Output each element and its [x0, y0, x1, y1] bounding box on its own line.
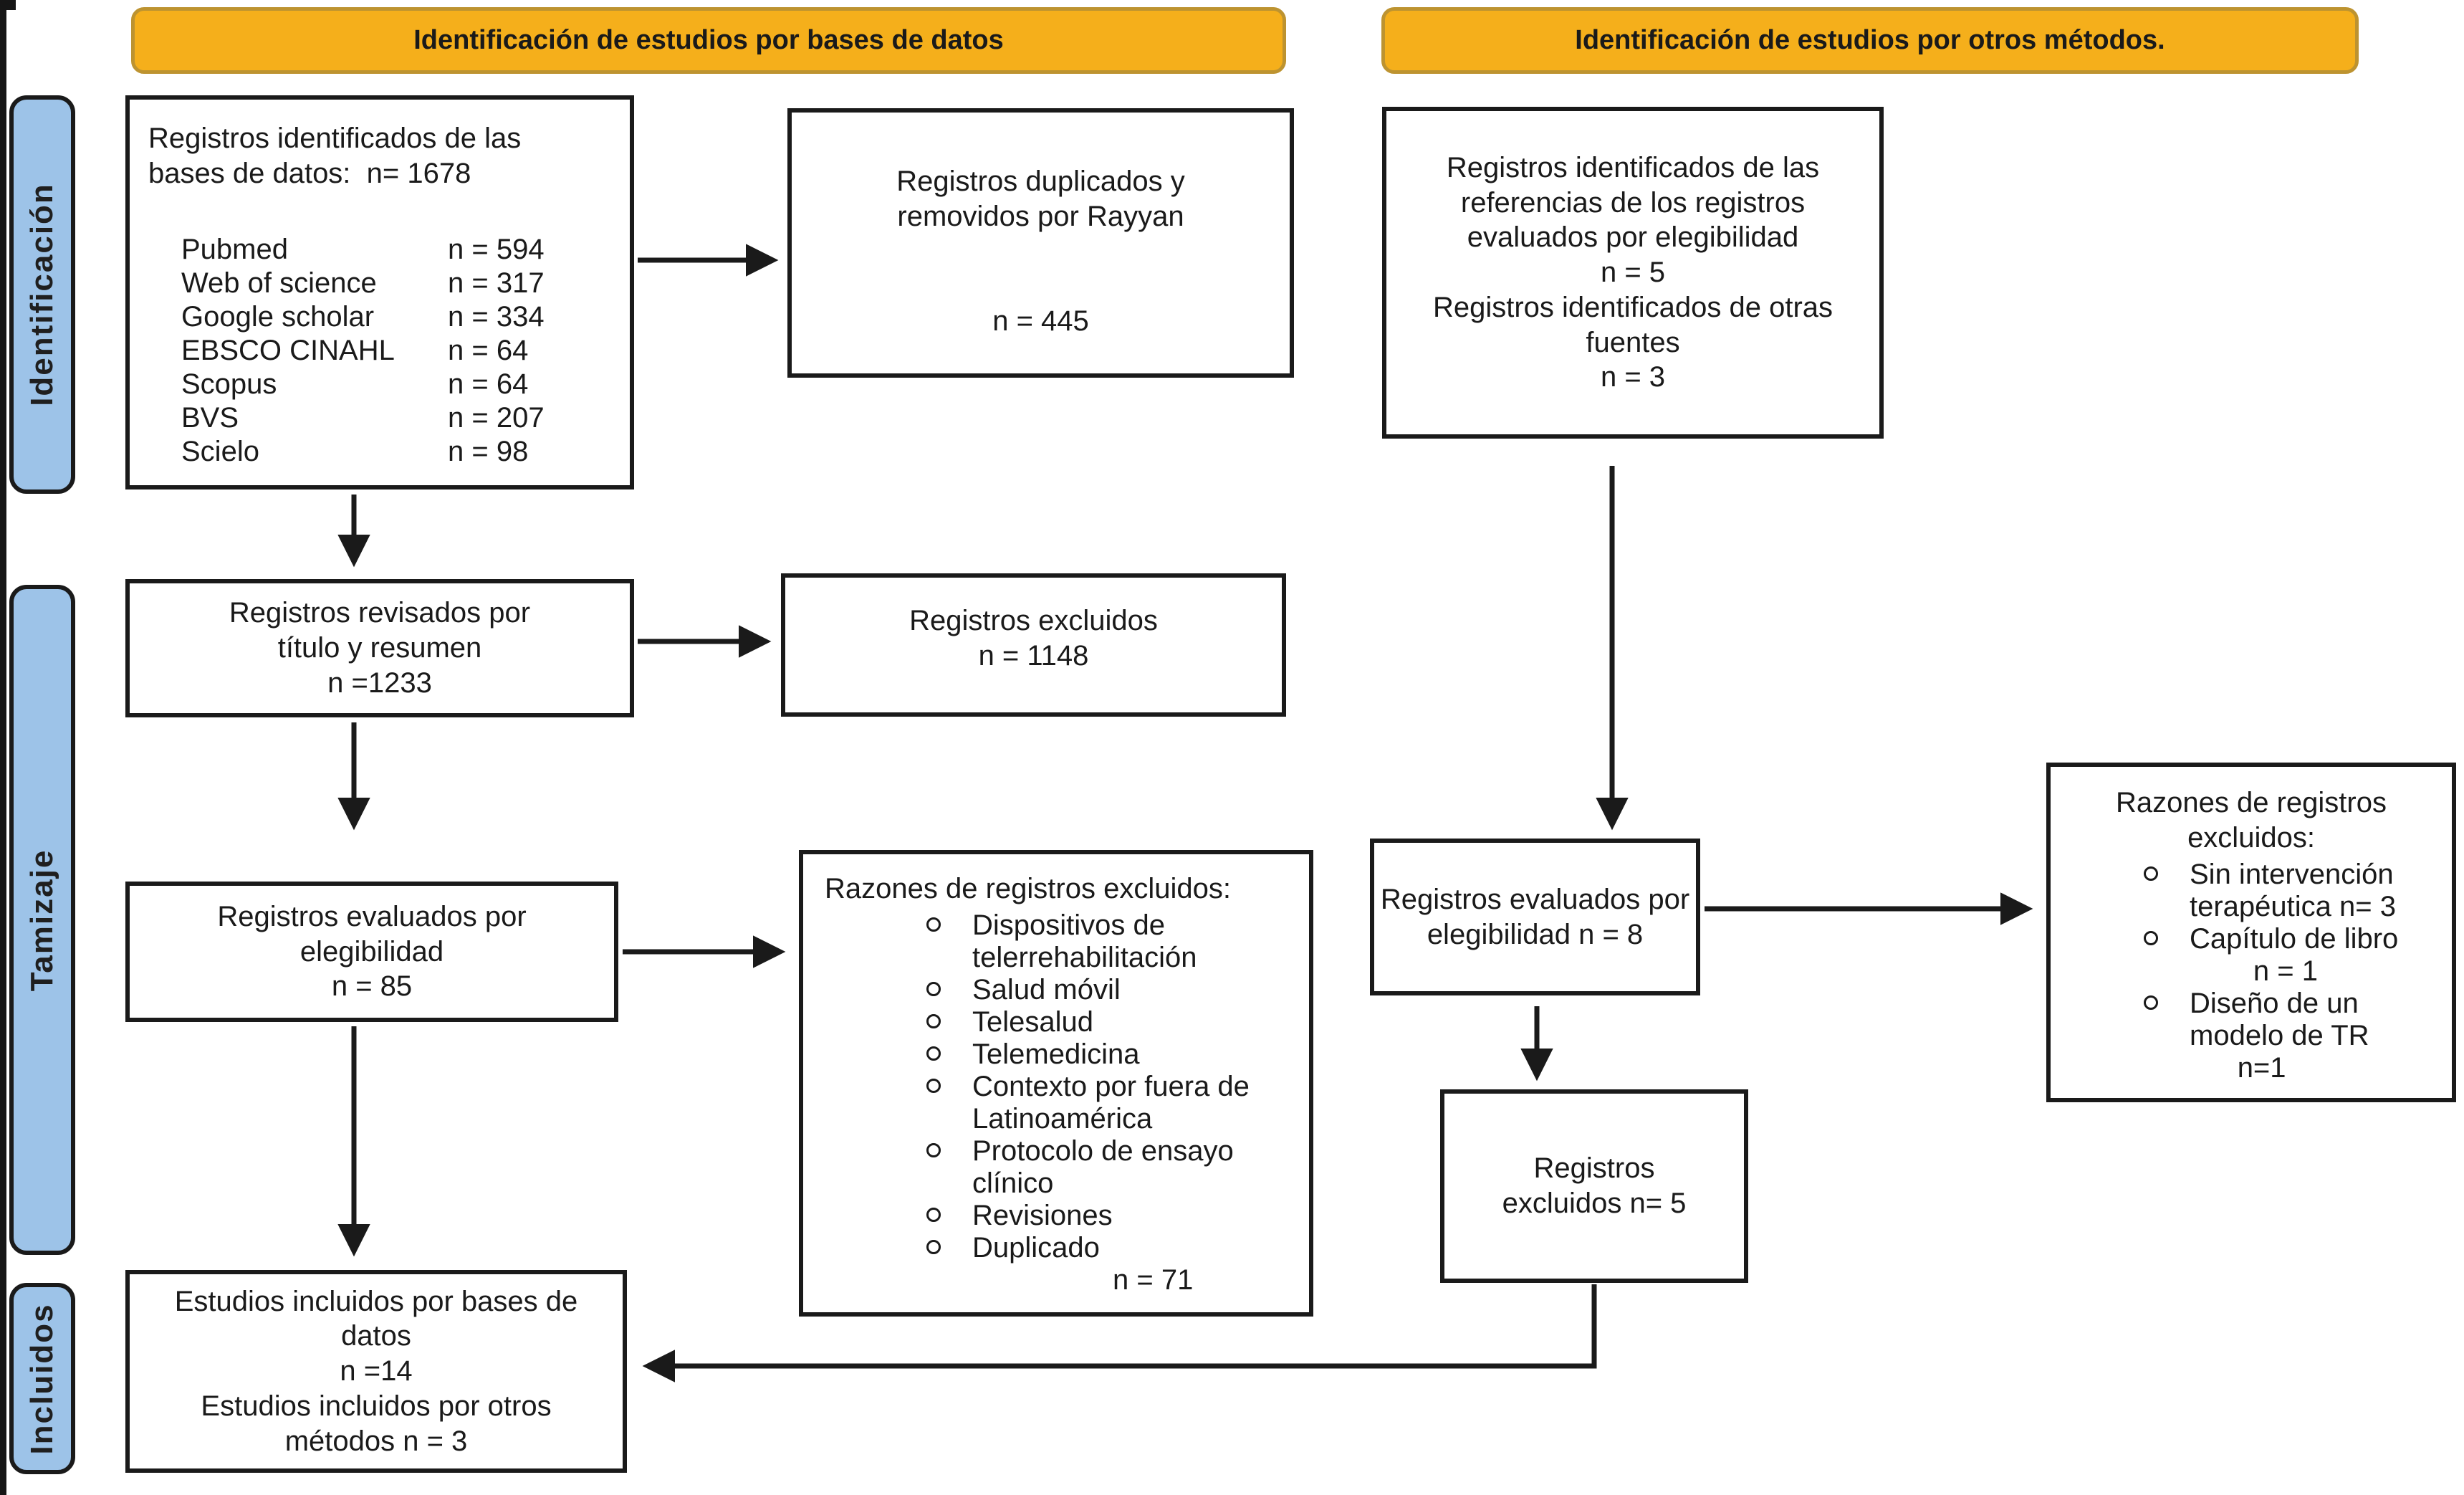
circle-bullet-icon — [895, 909, 972, 932]
circle-bullet-icon — [895, 1232, 972, 1254]
circle-bullet-icon — [895, 1038, 972, 1061]
box-exclusion-reasons-other: Razones de registros excluidos: Sin inte… — [2046, 763, 2456, 1102]
reason-item: Protocolo de ensayo clínico — [895, 1135, 1309, 1200]
database-row: Google scholar n = 334 — [181, 300, 545, 333]
box-records-excluded-other: Registros excluidos n= 5 — [1440, 1089, 1748, 1283]
circle-bullet-icon — [895, 1200, 972, 1222]
database-counts-list: Pubmed n = 594 Web of science n = 317 Go… — [130, 233, 630, 469]
exclusion-reasons-list: Dispositivos de telerrehabilitación Salu… — [895, 909, 1309, 1264]
database-row: BVS n = 207 — [181, 401, 545, 434]
box-records-excluded-screening: Registros excluidos n = 1148 — [781, 573, 1286, 717]
reason-item: Duplicado — [895, 1232, 1309, 1264]
box-records-identified-databases: Registros identificados de las bases de … — [125, 95, 634, 489]
reason-item: Telemedicina — [895, 1038, 1309, 1071]
duplicates-removed-text: Registros duplicados y removidos por Ray… — [896, 166, 1185, 338]
eligibility-databases-text: Registros evaluados por elegibilidad n =… — [217, 900, 527, 1003]
reason-item: Dispositivos de telerrehabilitación — [895, 909, 1309, 974]
box-eligibility-other: Registros evaluados por elegibilidad n =… — [1370, 839, 1700, 995]
reason-item: Diseño de un modelo de TR n=1 — [2112, 988, 2452, 1084]
header-identification-databases-label: Identificación de estudios por bases de … — [413, 25, 1004, 55]
studies-included-text: Estudios incluidos por bases de datos n … — [174, 1285, 578, 1457]
reason-item: Revisiones — [895, 1200, 1309, 1232]
eligibility-other-text: Registros evaluados por elegibilidad n =… — [1380, 883, 1690, 950]
circle-bullet-icon — [2112, 923, 2190, 945]
circle-bullet-icon — [895, 1135, 972, 1157]
box-eligibility-databases: Registros evaluados por elegibilidad n =… — [125, 882, 618, 1022]
box-exclusion-reasons-databases: Razones de registros excluidos: Disposit… — [799, 850, 1313, 1317]
records-screened-text: Registros revisados por título y resumen… — [229, 597, 531, 699]
circle-bullet-icon — [2112, 859, 2190, 881]
phase-included: Incluidos — [9, 1283, 75, 1474]
records-identified-title: Registros identificados de las bases de … — [148, 123, 522, 189]
circle-bullet-icon — [2112, 988, 2190, 1010]
exclusion-reasons-other-title: Razones de registros excluidos: — [2116, 787, 2387, 854]
phase-identification: Identificación — [9, 95, 75, 494]
box-duplicates-removed: Registros duplicados y removidos por Ray… — [787, 108, 1294, 378]
left-edge-line — [0, 0, 6, 1495]
box-records-screened: Registros revisados por título y resumen… — [125, 579, 634, 717]
database-row: Web of science n = 317 — [181, 267, 545, 299]
database-row: Scopus n = 64 — [181, 368, 529, 400]
reason-item: Contexto por fuera de Latinoamérica — [895, 1071, 1309, 1135]
records-excluded-screening-text: Registros excluidos n = 1148 — [909, 605, 1158, 672]
header-identification-other-methods-label: Identificación de estudios por otros mét… — [1575, 25, 2165, 55]
reason-item: Capítulo de libro n = 1 — [2112, 923, 2452, 988]
header-identification-databases: Identificación de estudios por bases de … — [131, 7, 1286, 74]
database-row: Scielo n = 98 — [181, 435, 529, 467]
box-studies-included: Estudios incluidos por bases de datos n … — [125, 1270, 627, 1473]
exclusion-reasons-other-list: Sin intervención terapéutica n= 3 Capítu… — [2112, 859, 2452, 1084]
reason-item: Sin intervención terapéutica n= 3 — [2112, 859, 2452, 923]
records-identified-other-text: Registros identificados de las referenci… — [1432, 151, 1833, 393]
circle-bullet-icon — [895, 974, 972, 996]
box-records-identified-other: Registros identificados de las referenci… — [1382, 107, 1884, 439]
header-identification-other-methods: Identificación de estudios por otros mét… — [1381, 7, 2359, 74]
records-excluded-other-text: Registros excluidos n= 5 — [1502, 1152, 1687, 1219]
arrow-excluded5-to-included — [642, 1284, 1597, 1382]
circle-bullet-icon — [895, 1006, 972, 1028]
phase-screening: Tamizaje — [9, 585, 75, 1255]
database-row: Pubmed n = 594 — [181, 233, 545, 265]
database-row: EBSCO CINAHL n = 64 — [181, 334, 529, 366]
exclusion-total: n = 71 — [1113, 1264, 1194, 1296]
reason-item: Telesalud — [895, 1006, 1309, 1038]
circle-bullet-icon — [895, 1071, 972, 1093]
exclusion-reasons-title: Razones de registros excluidos: — [825, 873, 1231, 904]
scan-artifact — [0, 0, 16, 10]
reason-item: Salud móvil — [895, 974, 1309, 1006]
